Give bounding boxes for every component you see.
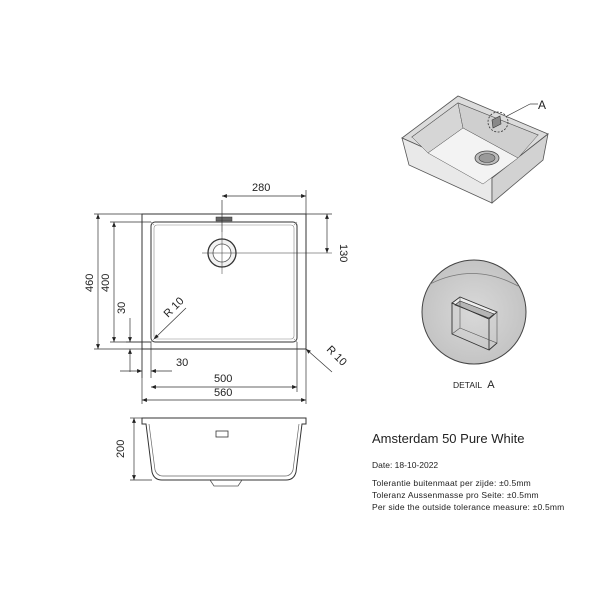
dim-560: 560 (214, 387, 232, 399)
dim-130: 130 (337, 244, 349, 262)
section-inner-outline (148, 423, 300, 477)
sink-outer-outline (141, 213, 307, 350)
dim-460: 460 (84, 274, 96, 292)
dim-400: 400 (100, 274, 112, 292)
dimension-labels: 280 130 460 400 30 R 10 R 10 30 500 560 … (84, 182, 349, 458)
isometric-view (401, 95, 549, 204)
sink-inner-outline (150, 221, 298, 343)
tolerance-german: Toleranz Aussenmasse pro Seite: ±0.5mm (372, 490, 539, 500)
detail-label: DETAIL A (453, 379, 495, 391)
detail-label-letter: A (487, 379, 495, 391)
detail-view (421, 259, 527, 365)
drawing-date: Date: 18-10-2022 (372, 460, 439, 470)
section-overflow (215, 430, 229, 438)
plan-view (141, 213, 332, 350)
detail-callout-circle (487, 111, 509, 133)
iso-overflow (491, 115, 502, 129)
section-view (130, 417, 307, 487)
tolerance-english: Per side the outside tolerance measure: … (372, 502, 565, 512)
plan-dimensions (94, 190, 333, 404)
dim-280: 280 (252, 182, 270, 194)
dim-500: 500 (214, 373, 232, 385)
dim-200: 200 (115, 440, 127, 458)
dim-r10-outer: R 10 (324, 344, 349, 369)
dim-30-vertical: 30 (116, 302, 128, 314)
overflow-slot (215, 216, 233, 222)
detail-callout-label: A (538, 98, 546, 112)
section-outer-outline (141, 417, 307, 481)
tolerance-dutch: Tolerantie buitenmaat per zijde: ±0.5mm (372, 478, 531, 488)
section-drain (209, 479, 243, 487)
detail-label-prefix: DETAIL (453, 380, 482, 390)
dim-30-horizontal: 30 (176, 357, 188, 369)
product-title: Amsterdam 50 Pure White (372, 431, 525, 446)
dim-r10-inner: R 10 (162, 295, 187, 320)
